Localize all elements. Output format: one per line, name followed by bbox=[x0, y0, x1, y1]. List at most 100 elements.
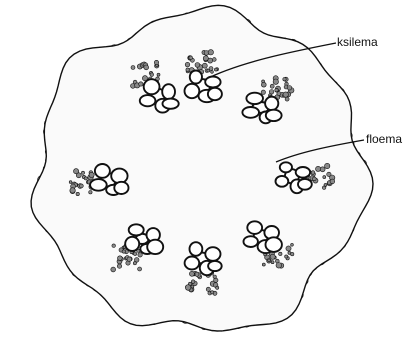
phloem-cell bbox=[330, 179, 335, 184]
xylem-vessel bbox=[125, 237, 139, 251]
phloem-cell bbox=[291, 243, 294, 246]
xylem-vessel bbox=[280, 162, 292, 172]
xylem-vessel bbox=[242, 107, 259, 118]
phloem-cell bbox=[212, 58, 216, 62]
phloem-cell bbox=[211, 291, 214, 294]
phloem-cell bbox=[191, 280, 195, 284]
phloem-cell bbox=[261, 90, 265, 94]
phloem-cell bbox=[203, 56, 208, 61]
phloem-cell bbox=[185, 62, 190, 67]
phloem-cell bbox=[89, 172, 94, 177]
phloem-cell bbox=[285, 97, 289, 101]
xylem-label: ksilema bbox=[337, 35, 378, 49]
phloem-cell bbox=[118, 256, 123, 261]
phloem-cell bbox=[76, 192, 79, 195]
phloem-cell bbox=[207, 69, 210, 72]
phloem-cell bbox=[70, 188, 75, 193]
xylem-vessel bbox=[266, 237, 282, 252]
phloem-cell bbox=[154, 60, 158, 64]
phloem-cell bbox=[312, 177, 316, 181]
xylem-vessel bbox=[185, 257, 200, 270]
xylem-vessel bbox=[276, 176, 289, 187]
phloem-label: floema bbox=[366, 132, 402, 146]
phloem-cell bbox=[138, 267, 142, 271]
phloem-cell bbox=[316, 166, 321, 171]
xylem-vessel bbox=[190, 71, 202, 84]
phloem-cell bbox=[144, 65, 149, 70]
phloem-cell bbox=[268, 259, 271, 262]
phloem-cell bbox=[127, 257, 132, 262]
xylem-vessel bbox=[265, 97, 278, 110]
phloem-cell bbox=[133, 262, 136, 265]
xylem-vessel bbox=[129, 224, 144, 235]
phloem-cell bbox=[79, 184, 83, 188]
xylem-vessel bbox=[190, 242, 203, 256]
xylem-group bbox=[125, 224, 163, 254]
phloem-cell bbox=[275, 88, 278, 91]
xylem-vessel bbox=[247, 221, 262, 234]
phloem-cell bbox=[216, 286, 219, 289]
phloem-cell bbox=[279, 252, 282, 255]
phloem-cell bbox=[323, 176, 326, 179]
phloem-cell bbox=[189, 56, 193, 60]
xylem-vessel bbox=[208, 261, 222, 271]
xylem-vessel bbox=[95, 164, 110, 178]
phloem-cell bbox=[186, 68, 189, 71]
phloem-cell bbox=[206, 287, 210, 291]
phloem-cell bbox=[122, 250, 125, 253]
xylem-vessel bbox=[114, 182, 128, 194]
phloem-cell bbox=[287, 86, 292, 91]
xylem-vessel bbox=[90, 179, 107, 191]
phloem-cell bbox=[276, 263, 282, 269]
xylem-vessel bbox=[140, 95, 156, 106]
phloem-cell bbox=[283, 78, 286, 81]
phloem-cell bbox=[285, 255, 288, 258]
phloem-cell bbox=[69, 181, 72, 184]
xylem-vessel bbox=[298, 179, 312, 190]
xylem-vessel bbox=[185, 84, 200, 98]
phloem-cell bbox=[273, 79, 278, 84]
phloem-cell bbox=[131, 66, 135, 70]
phloem-cell bbox=[214, 68, 217, 71]
phloem-cell bbox=[214, 278, 218, 282]
xylem-vessel bbox=[205, 247, 220, 261]
phloem-cell bbox=[208, 50, 213, 55]
xylem-vessel bbox=[244, 236, 258, 247]
xylem-vessel bbox=[144, 79, 160, 94]
phloem-cell bbox=[283, 92, 288, 97]
xylem-vessel bbox=[147, 240, 163, 254]
phloem-cell bbox=[262, 263, 265, 266]
phloem-cell bbox=[150, 73, 154, 77]
phloem-cell bbox=[157, 73, 160, 76]
phloem-cell bbox=[112, 244, 116, 248]
phloem-cell bbox=[271, 261, 274, 264]
phloem-cell bbox=[277, 92, 281, 96]
phloem-cell bbox=[195, 272, 199, 276]
phloem-cell bbox=[111, 267, 116, 272]
phloem-cell bbox=[270, 84, 274, 88]
phloem-cell bbox=[269, 90, 274, 95]
phloem-cell bbox=[324, 183, 327, 186]
phloem-cell bbox=[270, 254, 275, 259]
xylem-vessel bbox=[162, 84, 175, 99]
phloem-cell bbox=[202, 63, 207, 68]
phloem-cell bbox=[84, 177, 87, 180]
phloem-cell bbox=[261, 82, 266, 87]
phloem-cell bbox=[138, 253, 142, 257]
phloem-cell bbox=[133, 252, 137, 256]
xylem-vessel bbox=[163, 99, 179, 109]
phloem-cell bbox=[76, 173, 81, 178]
xylem-group bbox=[90, 164, 128, 195]
phloem-cell bbox=[213, 275, 216, 278]
phloem-cell bbox=[211, 71, 214, 74]
phloem-cell bbox=[325, 163, 330, 168]
phloem-cell bbox=[189, 271, 194, 276]
phloem-cell bbox=[139, 82, 143, 86]
phloem-cell bbox=[185, 285, 191, 291]
phloem-cell bbox=[288, 251, 291, 254]
phloem-cell bbox=[89, 191, 92, 194]
phloem-cell bbox=[286, 246, 291, 251]
xylem-vessel bbox=[246, 93, 263, 104]
